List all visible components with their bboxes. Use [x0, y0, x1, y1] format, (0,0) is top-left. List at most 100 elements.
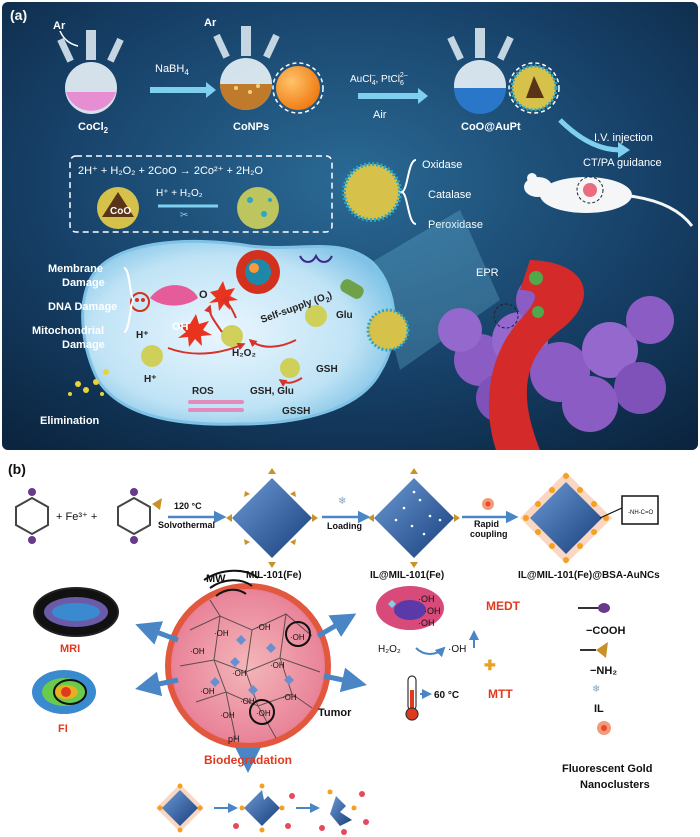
blood-vessel-icon — [488, 260, 584, 450]
air-label: Air — [373, 109, 387, 121]
damage-label-5: Damage — [62, 339, 105, 351]
panel-a-label: (a) — [10, 7, 27, 23]
panel-b: (b) + Fe³⁺ + 120 °C Solvothermal MIL-101… — [2, 456, 698, 835]
tumor-oh-label-2: ·OH — [256, 623, 271, 632]
tumor-oh-label-8: ·OH — [290, 633, 305, 642]
amino-linker-icon — [117, 488, 162, 544]
epr-label: EPR — [476, 267, 499, 279]
enzyme-brace — [398, 159, 417, 225]
h-h2o2-label: H⁺ + H₂O₂ — [156, 188, 203, 199]
h2o2-b-label: H₂O₂ — [378, 644, 401, 655]
tumor-oh-label-1: ·OH — [214, 629, 229, 638]
flask-cocl2-icon — [57, 30, 124, 114]
il-mil-label: IL@MIL-101(Fe) — [370, 570, 444, 581]
zoom-circle-2 — [508, 62, 560, 114]
biodegradation-label: Biodegradation — [204, 753, 292, 767]
nh2-legend-icon — [596, 642, 608, 658]
o2-burst-icon — [209, 281, 238, 311]
arrow-to-fi — [135, 671, 179, 697]
nh2-label: −NH₂ — [590, 665, 617, 677]
conps-label: CoNPs — [233, 121, 269, 133]
tumor-oh-label-9: ·OH — [282, 693, 297, 702]
skull-icon — [130, 292, 150, 312]
gsh-label: GSH — [316, 364, 338, 375]
il-label: IL — [594, 703, 604, 715]
damage-label-1: Membrane — [48, 263, 103, 275]
flask-conps-icon — [213, 26, 280, 110]
tumor-oh-label-4: ·OH — [232, 669, 247, 678]
legend: −COOH −NH₂ ❄ IL Fluorescent Gold Nanoclu… — [562, 603, 652, 791]
il-molecule-icon: ❄ — [338, 496, 346, 507]
fi-label: FI — [58, 723, 68, 735]
il-mil-bsa-crystal-icon — [530, 482, 602, 554]
oh-b-label: ·OH — [448, 644, 466, 655]
o2-label: O — [199, 289, 208, 301]
ph-label: pH — [228, 734, 240, 744]
linkage-inset — [621, 495, 659, 525]
medt-label: MEDT — [486, 599, 521, 613]
gsh-glu-label: GSH, Glu — [250, 386, 294, 397]
tumor-label: Tumor — [318, 707, 352, 719]
mil-101-crystal-icon — [232, 478, 312, 558]
panel-b-label: (b) — [8, 461, 26, 477]
mri-label: MRI — [60, 643, 80, 655]
plus-icon: ✚ — [484, 657, 496, 673]
degradation-stage-2-icon — [233, 783, 295, 833]
il-mil-crystal-icon — [374, 478, 454, 558]
cooh-label: −COOH — [586, 625, 625, 637]
fe-label: + Fe³⁺ + — [56, 511, 97, 523]
tumor-oh-label-6: ·OH — [200, 687, 215, 696]
damage-label-4: Mitochondrial — [32, 325, 104, 337]
h2o2-cell-label: H₂O₂ — [232, 348, 256, 359]
nanozyme-particle-icon — [344, 164, 400, 220]
ros-label: ROS — [192, 386, 214, 397]
reagents-label: AuCl4–, PtCl62– — [350, 72, 408, 87]
damage-label-3: DNA Damage — [48, 301, 117, 313]
panel-a: (a) Ar CoCl2 NaBH4 Ar CoNPs — [2, 2, 698, 450]
particle-gsh-icon — [280, 358, 300, 378]
reaction-box — [69, 155, 333, 233]
h-plus-label-1: H⁺ — [136, 330, 149, 341]
gold-label-1: Fluorescent Gold — [562, 763, 652, 775]
tumor-oh-label-3: ·OH — [190, 647, 205, 656]
tumor-oh-label-7: ·OH — [240, 697, 255, 706]
particle-h2o2-icon — [221, 325, 243, 347]
iv-injection-label: I.V. injection — [594, 132, 653, 144]
coo-label: CoO — [110, 206, 131, 217]
loading-label: Loading — [327, 521, 362, 531]
il-legend-icon: ❄ — [592, 684, 600, 695]
zoom-circle — [272, 62, 324, 114]
mitochondria-icon — [340, 279, 364, 299]
damage-label-2: Damage — [62, 277, 105, 289]
cocl2-label: CoCl2 — [78, 121, 109, 135]
coupling-label: coupling — [470, 529, 508, 539]
ar-label-2: Ar — [204, 17, 217, 29]
er-organelle-icon — [150, 285, 198, 306]
glu-label: Glu — [336, 310, 353, 321]
nabh4-label: NaBH4 — [155, 63, 189, 77]
mw-label: MW — [206, 573, 226, 585]
medt-oh-1: ·OH — [418, 594, 435, 604]
oh-burst-icon — [178, 314, 212, 347]
degraded-particle-icon — [237, 187, 279, 229]
medt-oh-3: ·OH — [418, 618, 435, 628]
tumor-oh-label-5: ·OH — [270, 661, 285, 670]
particle-glu-icon — [305, 305, 327, 327]
cooh-legend-icon — [598, 603, 610, 613]
elimination-debris-icon — [68, 369, 109, 396]
tumor-oh-label-10: ·OH — [220, 711, 235, 720]
gold-label-2: Nanoclusters — [580, 779, 650, 791]
tumor-oh-labels: ·OH·OH·OH·OH·OH·OH·OH·OH·OH·OH·OH — [190, 623, 305, 720]
degradation-stage-1-icon — [156, 783, 204, 833]
reaction-equation: 2H⁺ + H₂O₂ + 2CoO → 2Co²⁺ + 2H₂O — [78, 165, 263, 177]
enzyme-label-3: Peroxidase — [428, 219, 483, 231]
arrow-to-mri — [135, 621, 179, 645]
mil-label: MIL-101(Fe) — [246, 570, 302, 581]
dna-icon — [299, 253, 333, 263]
microwave-icon — [203, 569, 259, 597]
particle-entering-icon — [368, 310, 408, 350]
amide-structure-icon: -NH-C=O — [628, 510, 653, 516]
particle-h-icon — [141, 345, 163, 367]
oh-label: OH — [172, 321, 189, 333]
